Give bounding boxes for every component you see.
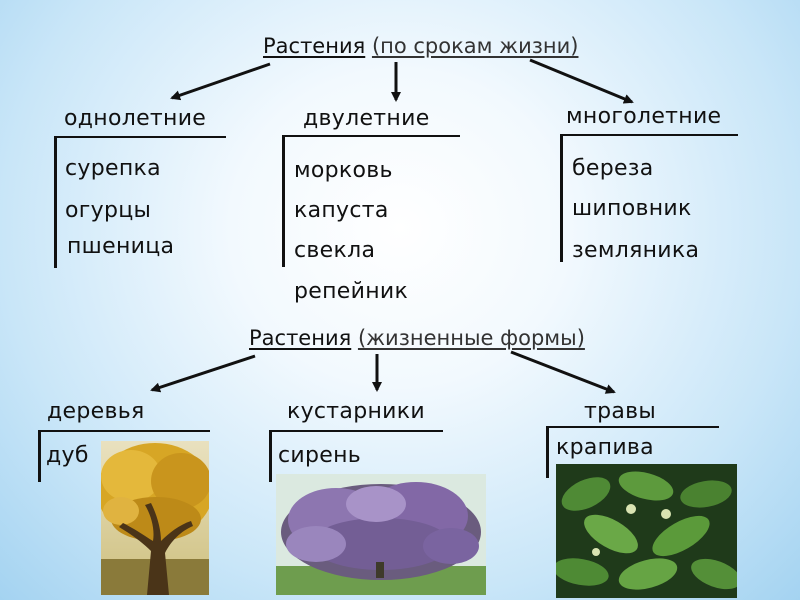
shrubs-bracket-side: [269, 430, 272, 482]
arrow-to-perennial: [529, 58, 634, 104]
annual-item: сурепка: [65, 156, 161, 181]
perennial-item: береза: [572, 156, 654, 181]
trees-bracket-side: [38, 430, 41, 482]
life-forms-title-note: (жизненные формы): [357, 326, 585, 350]
annual-heading: однолетние: [64, 106, 207, 131]
perennial-bracket-side: [560, 134, 563, 262]
biennial-item: морковь: [294, 158, 393, 183]
herbs-bracket-side: [546, 426, 549, 478]
annual-bracket-top: [54, 136, 226, 138]
perennial-item: земляника: [572, 238, 700, 263]
herbs-bracket-top: [546, 426, 719, 428]
trees-heading: деревья: [47, 399, 145, 424]
lifespan-title-main: Растения: [263, 34, 366, 58]
nettle-photo: [556, 464, 737, 598]
biennial-heading: двулетние: [303, 106, 430, 131]
biennial-bracket-top: [282, 135, 460, 137]
arrow-to-annual: [170, 62, 271, 101]
biennial-item: свекла: [294, 238, 376, 263]
trees-bracket-top: [38, 430, 210, 432]
arrow-to-herbs: [510, 350, 616, 394]
herbs-example: крапива: [556, 435, 654, 460]
lifespan-title: Растения (по срокам жизни): [263, 34, 578, 58]
perennial-heading: многолетние: [566, 104, 722, 129]
lifespan-title-note: (по срокам жизни): [371, 34, 579, 58]
annual-item: огурцы: [65, 198, 152, 223]
perennial-item: шиповник: [572, 196, 692, 221]
perennial-bracket-top: [560, 134, 738, 136]
arrow-to-trees: [150, 354, 256, 393]
shrubs-bracket-top: [269, 430, 443, 432]
life-forms-title: Растения (жизненные формы): [249, 326, 585, 350]
trees-example: дуб: [46, 443, 89, 468]
shrubs-example: сирень: [278, 443, 362, 468]
lilac-bush-photo: [276, 474, 486, 595]
annual-bracket-side: [54, 136, 57, 268]
biennial-bracket-side: [282, 135, 285, 267]
life-forms-title-main: Растения: [249, 326, 352, 350]
oak-tree-photo: [101, 441, 209, 595]
herbs-heading: травы: [584, 399, 657, 424]
biennial-item: капуста: [294, 198, 389, 223]
shrubs-heading: кустарники: [287, 399, 425, 424]
biennial-item: репейник: [294, 279, 409, 304]
annual-item: пшеница: [67, 234, 175, 259]
